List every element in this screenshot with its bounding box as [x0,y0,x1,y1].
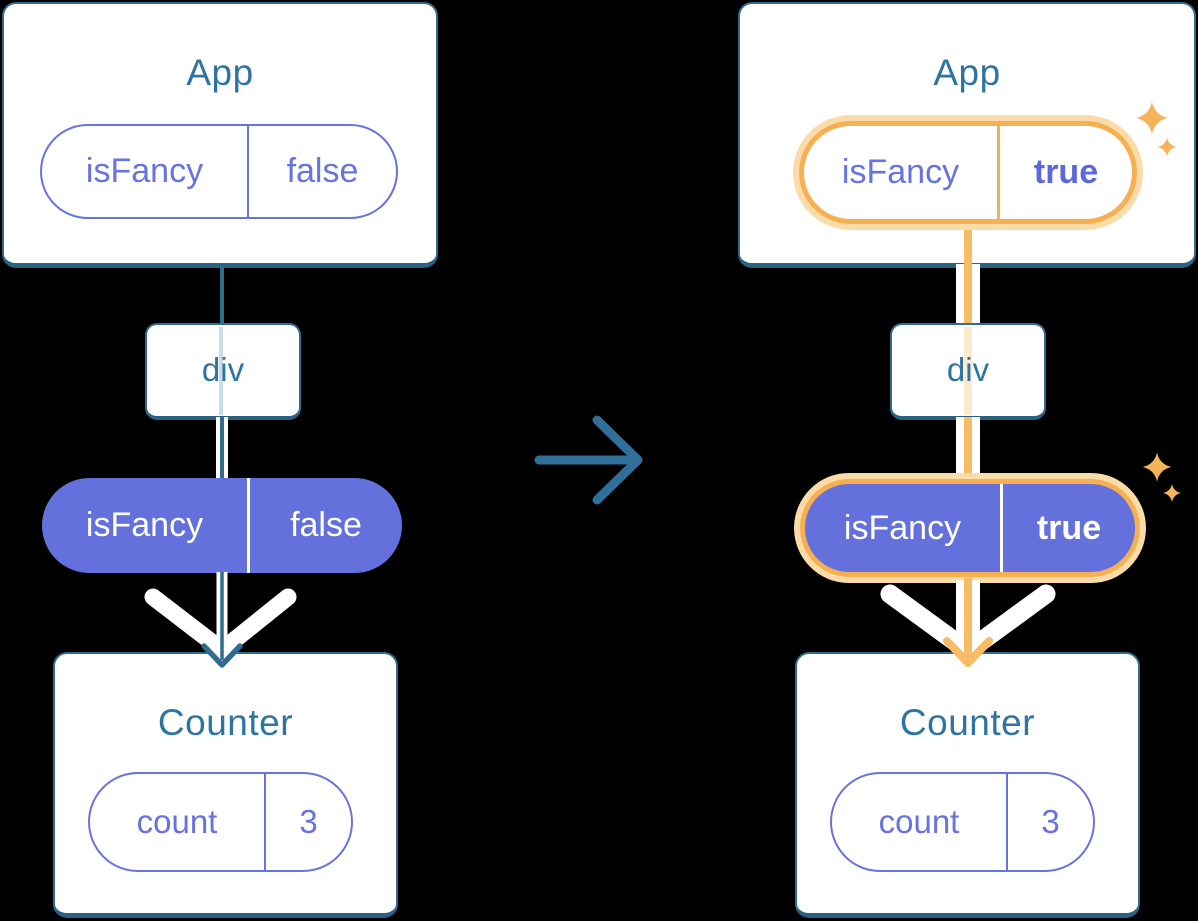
div-label: div [201,351,245,388]
sparkle-icon [1142,452,1181,502]
app-title: App [933,52,1001,93]
state-pill: count 3 [88,772,353,872]
prop-value: false [247,478,402,573]
state-value: 3 [264,774,351,870]
app-prop-pill-highlighted: isFancy true [799,121,1137,224]
connector-through-div [219,327,223,415]
prop-value: false [247,126,396,217]
div-card [145,323,301,420]
state-name: count [878,803,960,840]
prop-value: true [1000,484,1135,572]
app-title: App [186,52,254,93]
prop-name: isFancy [841,153,960,191]
connector-div-pill [964,417,972,483]
prop-name: isFancy [85,506,204,544]
connector-through-div [964,327,972,415]
state-value: 3 [1006,774,1093,870]
transition-arrow-right-icon [534,415,643,505]
prop-value: true [997,126,1132,219]
counter-title: Counter [157,702,294,743]
prop-name: isFancy [843,508,962,547]
prop-name: isFancy [85,152,204,190]
app-prop-pill: isFancy false [40,124,398,219]
counter-title: Counter [899,702,1036,743]
connector-app-div [964,264,972,325]
prop-trace-line [964,222,972,266]
state-pill: count 3 [830,772,1095,872]
flow-arrow-down-icon [880,578,1056,667]
state-name: count [136,803,218,840]
prop-pill: isFancy false [42,478,402,573]
div-label: div [946,351,990,388]
prop-pill-highlighted: isFancy true [800,479,1140,577]
flow-arrow-down-icon [144,572,297,668]
sparkle-icon [1136,102,1177,157]
connector-app-div [220,266,224,325]
connector-div-pill [220,417,224,480]
